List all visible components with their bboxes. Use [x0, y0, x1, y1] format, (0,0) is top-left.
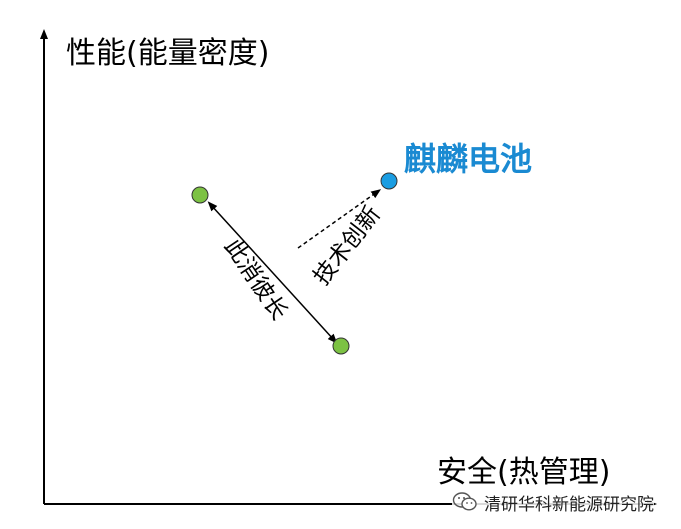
watermark-text: 清研华科新能源研究院	[484, 494, 654, 515]
green-point-bottom	[332, 337, 350, 355]
watermark: 清研华科新能源研究院	[452, 489, 654, 515]
kirin-battery-label: 麒麟电池	[404, 140, 533, 178]
tradeoff-arrow	[207, 201, 338, 344]
wechat-icon	[452, 492, 477, 511]
green-point-top	[191, 186, 209, 204]
blue-point-kirin	[380, 172, 398, 190]
innovation-arrow	[297, 189, 382, 249]
x-axis-label: 安全(热管理)	[437, 455, 611, 490]
y-axis-label: 性能(能量密度)	[66, 36, 270, 71]
